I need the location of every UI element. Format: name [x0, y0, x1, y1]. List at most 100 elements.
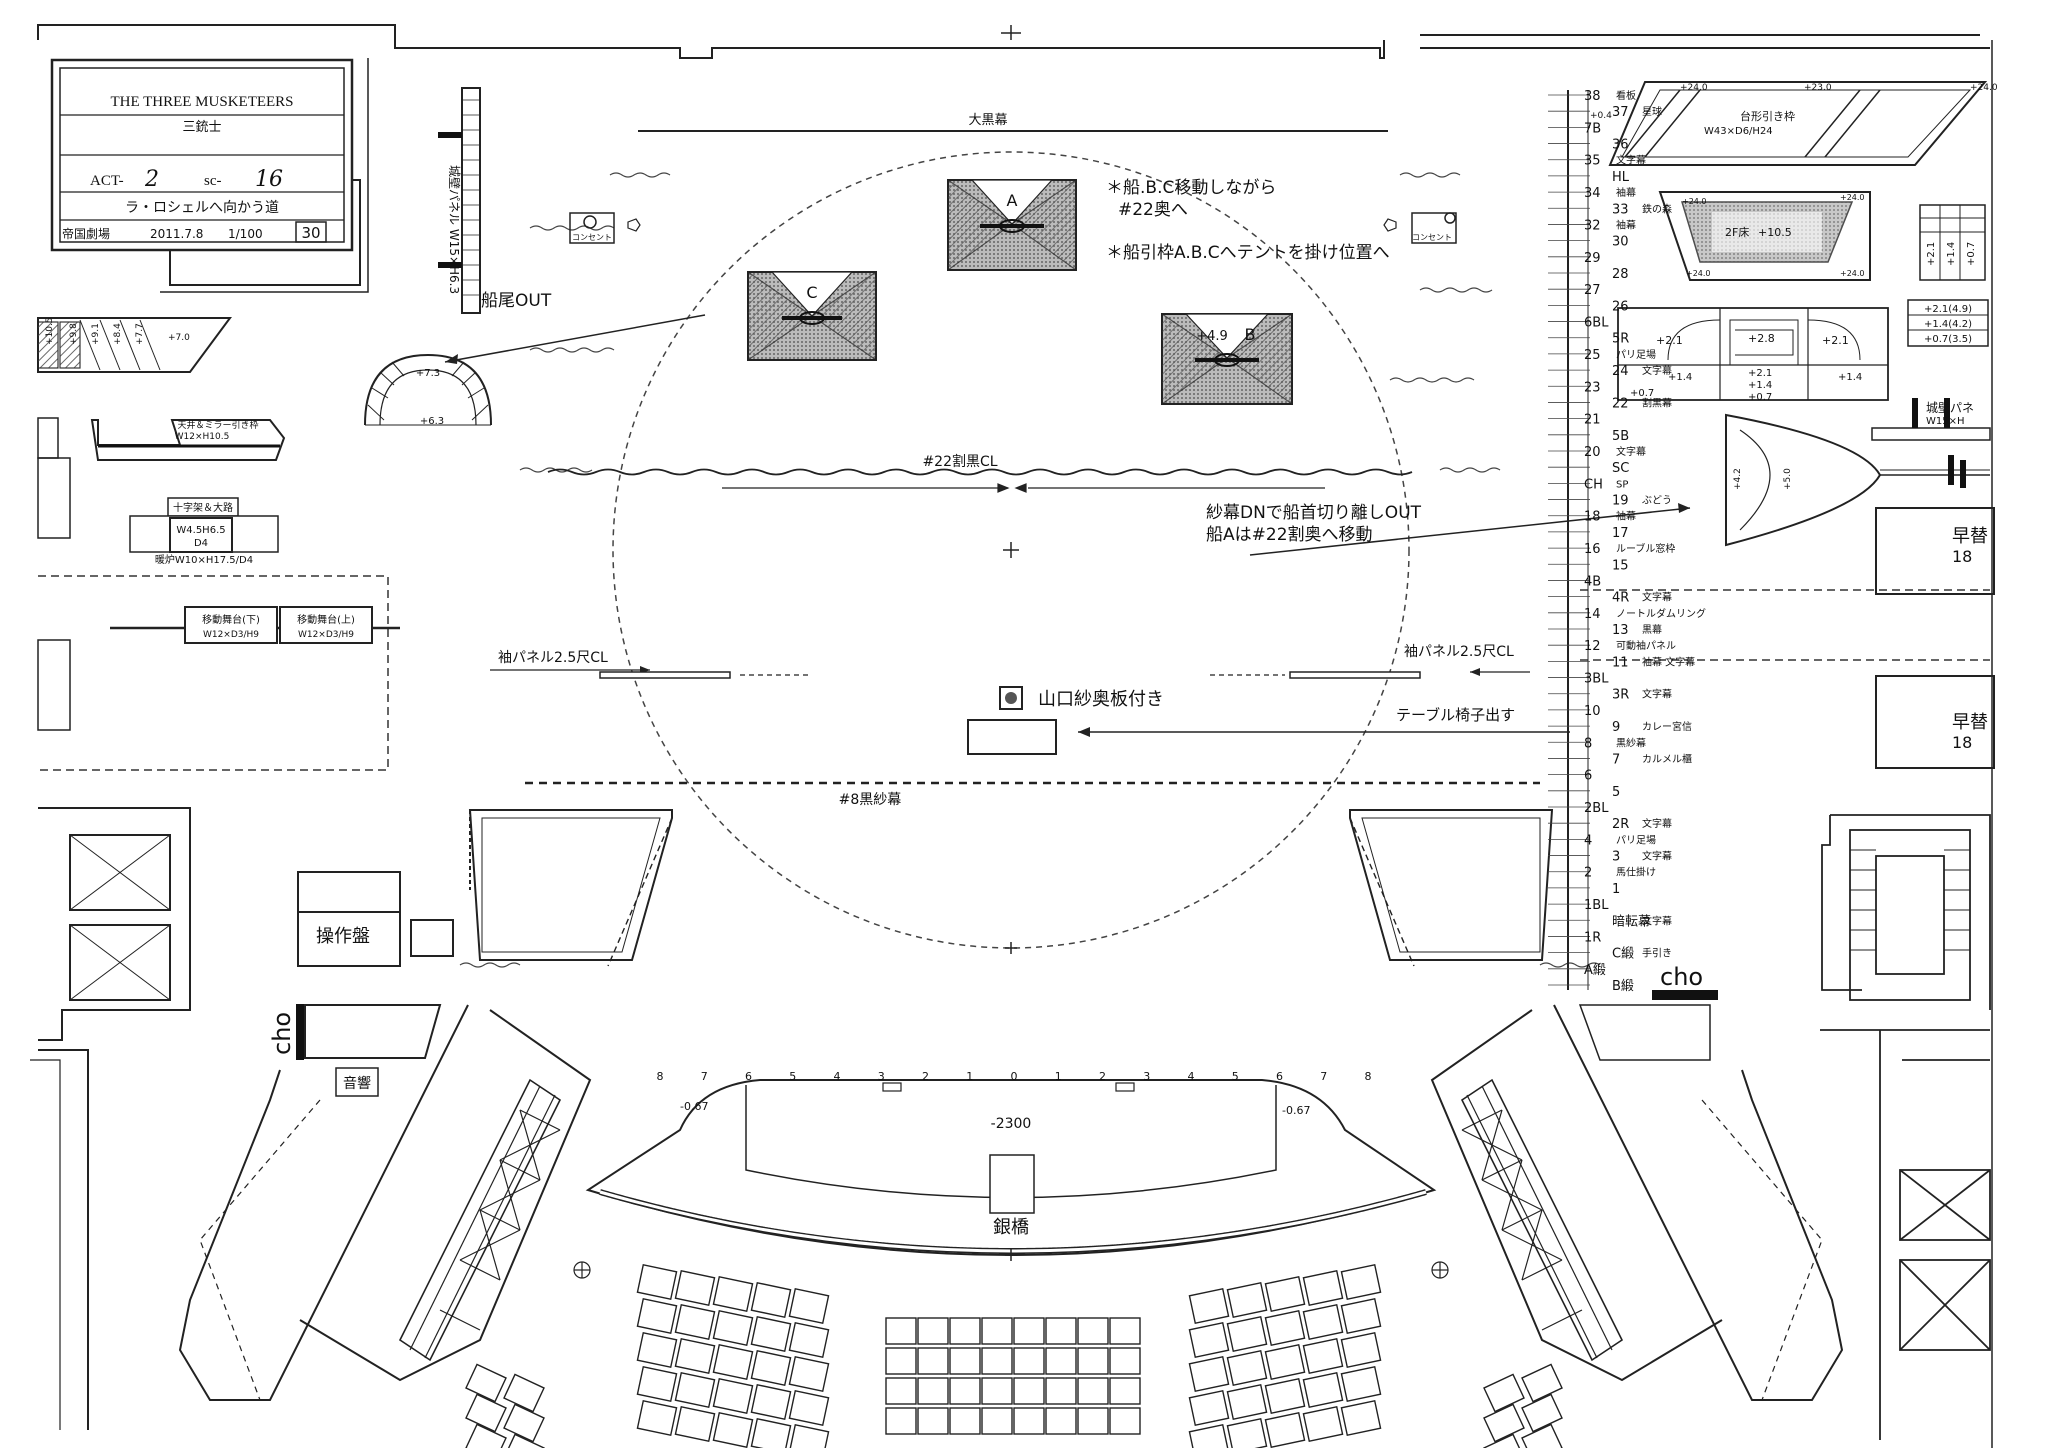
right-offstage: 台形引き枠 W43×D6/H24 +24.0 +23.0 +24.0 +0.4 …	[1580, 81, 1998, 1440]
fly-line-number: 2BL	[1584, 801, 1609, 816]
fly-line-number: 8	[1584, 736, 1592, 751]
cho-left-label: cho	[268, 1012, 296, 1055]
ship-b-label: B	[1245, 325, 1256, 344]
seat-block	[1013, 1377, 1045, 1405]
seat-block	[1045, 1407, 1077, 1435]
drop-22-line	[547, 468, 1413, 476]
seat-block	[1109, 1347, 1141, 1375]
bow-h1: +4.2	[1733, 468, 1743, 490]
fly-line-number: 35	[1584, 154, 1601, 169]
f2-h2: +24.0	[1840, 193, 1865, 202]
seat-block	[788, 1287, 830, 1325]
seat-block	[1077, 1407, 1109, 1435]
fly-line-name: 文字幕	[1642, 688, 1672, 701]
fly-line-number: 27	[1584, 283, 1601, 298]
fly-line-number: 30	[1612, 235, 1629, 250]
arch-bottom-height: +6.3	[420, 416, 444, 427]
console-label: 操作盤	[316, 926, 370, 947]
seat-block	[1340, 1399, 1382, 1437]
ship-c-label: C	[806, 283, 817, 302]
step-mid2: +1.4	[1748, 380, 1772, 391]
plat-mid: +2.8	[1748, 332, 1775, 345]
step-base: +0.7	[1630, 388, 1654, 399]
seat-block	[503, 1433, 545, 1448]
seat-block	[1264, 1411, 1306, 1448]
seat-block	[1340, 1263, 1382, 1301]
fly-line-number: 3R	[1612, 688, 1629, 703]
fly-line-number: 5R	[1612, 332, 1629, 347]
fly-line-number: 25	[1584, 348, 1601, 363]
stair-val-6: +7.0	[168, 333, 190, 343]
seat-block	[1226, 1383, 1268, 1421]
stage-number: 4	[1188, 1070, 1195, 1083]
quick-change-1: 早替	[1952, 526, 1988, 547]
yamaguchi-mark	[999, 686, 1023, 710]
seat-block	[1226, 1349, 1268, 1387]
fireplace-label: 暖炉W10×H17.5/D4	[155, 553, 253, 566]
seat-block	[1264, 1343, 1306, 1381]
fly-line-number: B緞	[1612, 978, 1634, 994]
outlet-left-label: コンセント	[572, 233, 612, 242]
center-mark	[1003, 542, 1019, 954]
stage-number: 2	[922, 1070, 929, 1083]
legend-3: +0.7(3.5)	[1924, 334, 1972, 345]
fly-line-number: 36	[1612, 138, 1629, 153]
seat-block	[1340, 1297, 1382, 1335]
fly-line-name: 文字幕	[1616, 445, 1646, 458]
quick-change-2-num: 18	[1952, 733, 1972, 752]
seat-block	[712, 1377, 754, 1415]
seat-block	[885, 1347, 917, 1375]
fly-line-name: 袖幕	[1616, 510, 1636, 523]
sound-label: 音響	[343, 1075, 371, 1092]
stage-number: 3	[878, 1070, 885, 1083]
seat-block	[1013, 1347, 1045, 1375]
fly-line-name: 袖幕	[1616, 218, 1636, 231]
title-english: THE THREE MUSKETEERS	[110, 94, 293, 110]
seat-markers	[573, 1261, 1449, 1279]
pit-depth: -2300	[991, 1116, 1032, 1132]
stair-val-2: +9.8	[69, 323, 79, 345]
fly-line-number: 17	[1612, 526, 1629, 541]
wall-panel-right-size: W15×H	[1926, 416, 1965, 427]
fly-line-number: CH	[1584, 477, 1603, 492]
title-japanese: 三銃士	[182, 120, 221, 135]
outlet-right: コンセント	[1383, 212, 1457, 244]
pit-left-value: -0.67	[680, 1100, 708, 1113]
plat-right: +2.1	[1822, 334, 1849, 347]
stage-number: 6	[745, 1070, 752, 1083]
fly-line-name: ノートルダムリング	[1616, 607, 1706, 620]
seat-block	[1483, 1403, 1525, 1443]
legend-2: +1.4(4.2)	[1924, 319, 1972, 330]
seat-block	[750, 1383, 792, 1421]
seat-block	[1226, 1417, 1268, 1448]
fly-line-name: パリ足場	[1616, 833, 1656, 846]
stage-number: 6	[1276, 1070, 1283, 1083]
seat-block	[1013, 1317, 1045, 1345]
seat-block	[712, 1309, 754, 1347]
fly-line-name: 黒幕	[1642, 623, 1662, 636]
fly-line-number: 37	[1612, 105, 1629, 120]
ship-frame-a: A	[947, 178, 1077, 272]
seat-block	[503, 1373, 545, 1413]
fly-line-number: 3BL	[1584, 672, 1609, 687]
fly-line-number: 9	[1612, 720, 1620, 735]
tower-right	[1430, 1004, 1844, 1401]
left-offstage: +10.5 +9.8 +9.1 +8.4 +7.7 +7.0 天井＆ミラー引き枠…	[37, 317, 400, 771]
act-value: 2	[144, 167, 159, 192]
seat-block	[917, 1377, 949, 1405]
sode-panel-right-label: 袖パネル2.5尺CL	[1404, 644, 1514, 660]
seat-block	[917, 1407, 949, 1435]
step-left: +1.4	[1668, 372, 1692, 383]
seat-block	[1109, 1377, 1141, 1405]
fly-line-number: 1BL	[1584, 898, 1609, 913]
stair-val-1: +10.5	[45, 317, 55, 345]
pit-right-value: -0.67	[1282, 1104, 1310, 1117]
console-top	[297, 871, 401, 913]
stage-number: 3	[1143, 1070, 1150, 1083]
stage-number: 5	[789, 1070, 796, 1083]
drop-8-label: #8黒紗幕	[839, 792, 902, 808]
cross-size: W4.5H6.5	[176, 525, 225, 536]
fly-line-number: 11	[1612, 655, 1629, 670]
seat-block	[1264, 1309, 1306, 1347]
